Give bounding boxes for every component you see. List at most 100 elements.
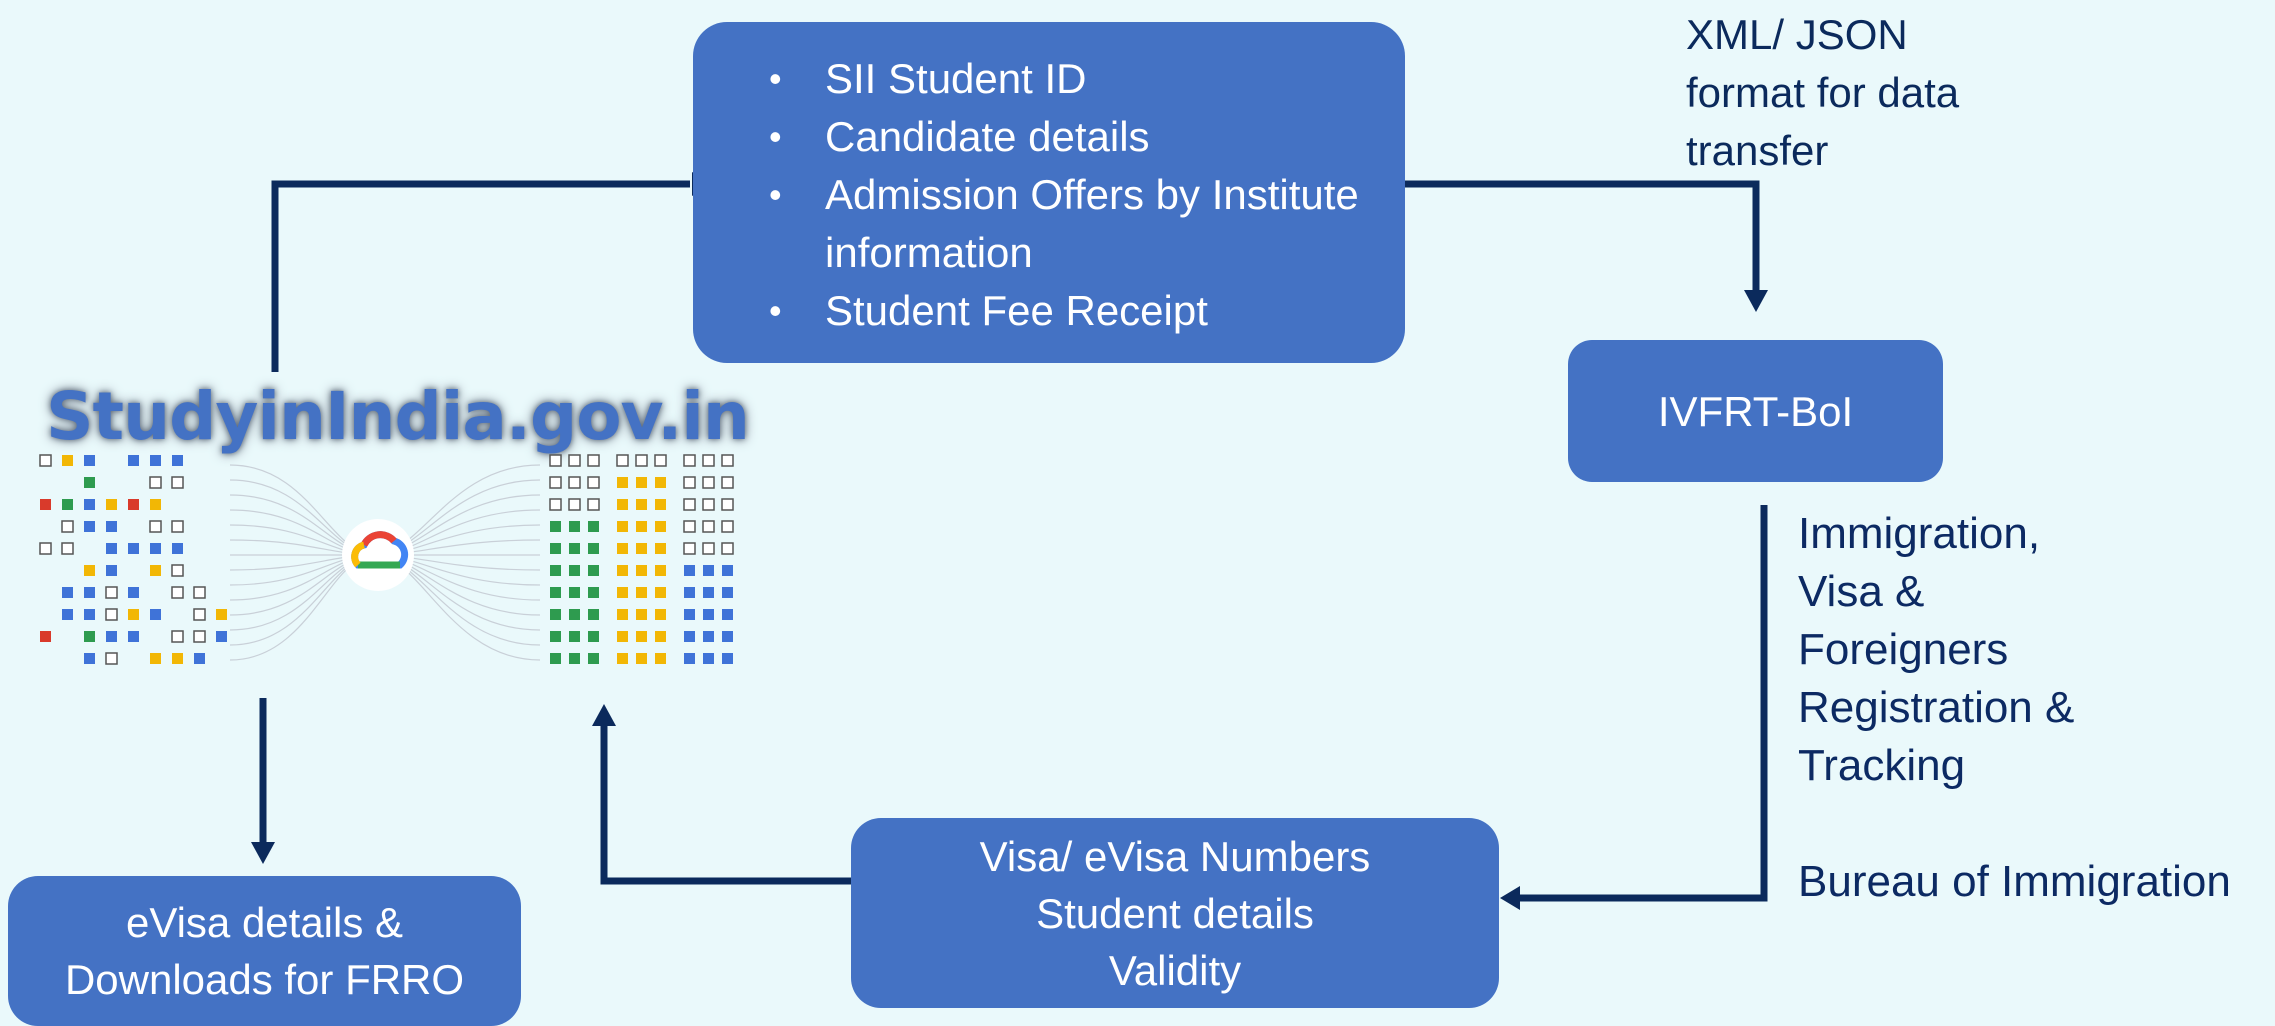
box-line: Student details [1036, 889, 1314, 937]
grid-cell [702, 498, 715, 511]
grid-cell [39, 454, 52, 467]
grid-cell [654, 454, 667, 467]
cloud-logo-icon [342, 519, 414, 591]
grid-cell [194, 653, 205, 664]
grid-cell [683, 476, 696, 489]
grid-cell [84, 609, 95, 620]
grid-cell [216, 631, 227, 642]
grid-cell [61, 542, 74, 555]
grid-cell [172, 543, 183, 554]
grid-cell [636, 565, 647, 576]
grid-cell [193, 630, 206, 643]
grid-cell [703, 609, 714, 620]
grid-cell [703, 653, 714, 664]
grid-cell [172, 455, 183, 466]
note-line: Registration & [1798, 683, 2075, 732]
grid-cell [569, 587, 580, 598]
grid-cell [684, 587, 695, 598]
list-item: SII Student ID [729, 50, 1375, 108]
grid-cell [569, 653, 580, 664]
grid-cell [105, 652, 118, 665]
right-data-grid [549, 454, 734, 664]
grid-cell [150, 455, 161, 466]
grid-cell [40, 499, 51, 510]
grid-cell [655, 499, 666, 510]
arrowhead [1500, 886, 1520, 910]
grid-cell [106, 543, 117, 554]
note-line: Tracking [1798, 741, 1966, 790]
grid-cell [550, 543, 561, 554]
grid-cell [171, 586, 184, 599]
grid-cell [703, 565, 714, 576]
grid-cell [128, 587, 139, 598]
grid-cell [62, 499, 73, 510]
grid-cell [106, 521, 117, 532]
note-line: Visa & [1798, 567, 1925, 616]
grid-cell [568, 476, 581, 489]
grid-cell [588, 653, 599, 664]
grid-cell [617, 499, 628, 510]
grid-cell [550, 653, 561, 664]
grid-cell [702, 454, 715, 467]
grid-cell [617, 543, 628, 554]
grid-cell [703, 587, 714, 598]
grid-cell [655, 609, 666, 620]
grid-cell [149, 476, 162, 489]
grid-cell [655, 587, 666, 598]
grid-cell [39, 542, 52, 555]
grid-cell [588, 565, 599, 576]
note-line: format for data [1686, 69, 1960, 116]
grid-cell [569, 609, 580, 620]
grid-cell [684, 565, 695, 576]
grid-cell [636, 609, 647, 620]
grid-cell [84, 477, 95, 488]
grid-cell [106, 631, 117, 642]
grid-cell [655, 631, 666, 642]
grid-cell [62, 587, 73, 598]
grid-cell [568, 498, 581, 511]
grid-cell [722, 609, 733, 620]
note-line: XML/ JSON [1686, 11, 1908, 58]
left-data-grid [39, 454, 227, 665]
grid-cell [702, 476, 715, 489]
note-line [1798, 795, 2231, 853]
data-cloud-graphic [39, 454, 734, 665]
grid-cell [617, 609, 628, 620]
grid-cell [128, 455, 139, 466]
grid-cell [636, 499, 647, 510]
grid-cell [617, 565, 628, 576]
grid-cell [722, 653, 733, 664]
arrowhead [592, 704, 616, 726]
arrow-visa-to-site [600, 725, 851, 885]
grid-cell [150, 543, 161, 554]
grid-cell [655, 653, 666, 664]
grid-cell [84, 521, 95, 532]
box-line: Validity [1108, 946, 1242, 994]
grid-cell [721, 476, 734, 489]
grid-cell [171, 630, 184, 643]
grid-cell [62, 609, 73, 620]
note-line: Immigration, [1798, 509, 2041, 558]
sii-data-list: SII Student ID Candidate details Admissi… [729, 50, 1375, 340]
note-line: Bureau of Immigration [1798, 857, 2231, 906]
list-item: Student Fee Receipt [729, 282, 1375, 340]
grid-cell [721, 454, 734, 467]
grid-cell [216, 609, 227, 620]
grid-cell [84, 565, 95, 576]
grid-cell [568, 454, 581, 467]
grid-cell [62, 455, 73, 466]
grid-cell [636, 477, 647, 488]
list-item: Admission Offers by Institute informatio… [729, 166, 1375, 282]
grid-cell [569, 543, 580, 554]
grid-cell [684, 653, 695, 664]
grid-cell [569, 521, 580, 532]
box-line: eVisa details & [125, 899, 404, 946]
arrow-sii-to-ivfrt [1405, 180, 1760, 290]
note-line: transfer [1686, 127, 1829, 174]
grid-cell [721, 520, 734, 533]
grid-cell [171, 564, 184, 577]
grid-cell [569, 631, 580, 642]
grid-cell [702, 520, 715, 533]
evisa-download-box: eVisa details & Downloads for FRRO [8, 876, 521, 1026]
grid-cell [193, 586, 206, 599]
